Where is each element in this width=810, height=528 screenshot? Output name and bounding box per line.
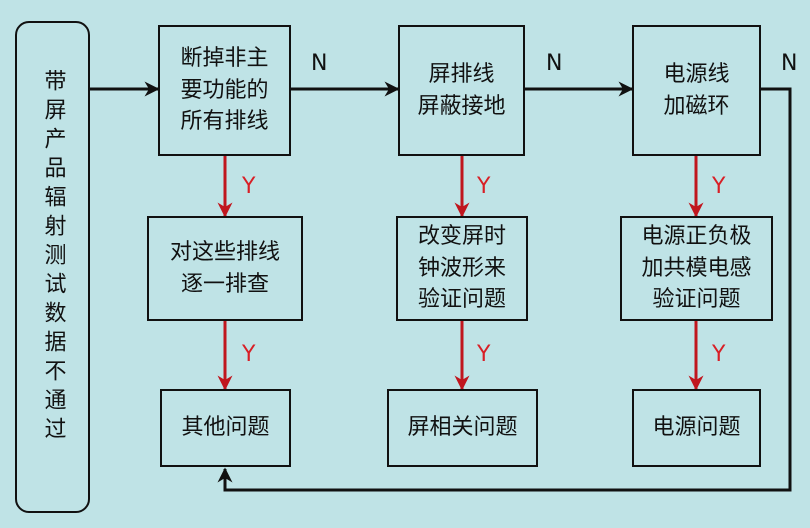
step-disconnect-cables: 断掉非主 要功能的 所有排线 [158,25,291,156]
check-screen-clock-waveform: 改变屏时 钟波形来 验证问题 [396,216,528,321]
label-y-check1: Y [242,342,256,367]
step-power-cable-ferrite-line-2: 加磁环 [663,93,730,119]
check-power-common-mode-choke-line-3: 验证问题 [652,287,741,313]
result-power-issues: 电源问题 [632,389,761,467]
check-cables-one-by-one-line-2: 逐一排查 [180,271,269,297]
check-power-common-mode-choke: 电源正负极 加共模电感 验证问题 [620,216,773,321]
result-other-issues: 其他问题 [160,389,291,467]
step-disconnect-cables-line-1: 断掉非主 [180,45,269,71]
step-disconnect-cables-line-2: 要功能的 [180,77,269,103]
result-screen-issues-text: 屏相关问题 [407,415,518,441]
step-screen-cable-grounding-line-2: 屏蔽接地 [417,93,506,119]
step-power-cable-ferrite-line-1: 电源线 [663,61,730,87]
result-screen-issues: 屏相关问题 [387,389,538,467]
label-n-step3: N [781,51,798,76]
check-cables-one-by-one-line-1: 对这些排线 [169,239,280,265]
result-other-issues-text: 其他问题 [181,415,270,441]
check-screen-clock-waveform-line-2: 钟波形来 [417,255,506,281]
arrow-step3-to-other-issues [217,87,792,492]
step-screen-cable-grounding-line-1: 屏排线 [428,61,495,87]
result-power-issues-text: 电源问题 [652,415,741,441]
check-power-common-mode-choke-line-2: 加共模电感 [641,255,752,281]
label-y-check3: Y [712,342,726,367]
label-y-step3: Y [712,174,726,199]
step-screen-cable-grounding: 屏排线 屏蔽接地 [398,25,525,156]
check-cables-one-by-one: 对这些排线 逐一排查 [147,216,303,321]
label-y-step1: Y [242,174,256,199]
step-disconnect-cables-line-3: 所有排线 [180,109,269,135]
start-node: 带屏产品辐射测试数据不通过 [15,21,90,513]
check-power-common-mode-choke-line-1: 电源正负极 [641,223,752,249]
label-n-step1: N [311,51,328,76]
label-y-step2: Y [477,174,491,199]
start-node-text: 带屏产品辐射测试数据不通过 [40,69,66,446]
label-n-step2: N [546,51,563,76]
label-y-check2: Y [477,342,491,367]
check-screen-clock-waveform-line-1: 改变屏时 [417,223,506,249]
check-screen-clock-waveform-line-3: 验证问题 [417,287,506,313]
step-power-cable-ferrite: 电源线 加磁环 [632,25,761,156]
